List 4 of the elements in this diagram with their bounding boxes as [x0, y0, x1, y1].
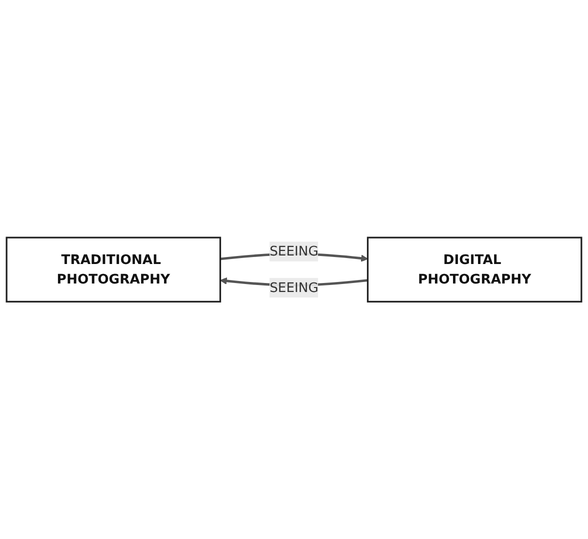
edge-label: SEEING [270, 279, 318, 295]
node-box: DIGITAL PHOTOGRAPHY [366, 236, 582, 302]
node-box: TRADITIONAL PHOTOGRAPHY [6, 236, 222, 302]
edge-label: SEEING [270, 243, 318, 259]
